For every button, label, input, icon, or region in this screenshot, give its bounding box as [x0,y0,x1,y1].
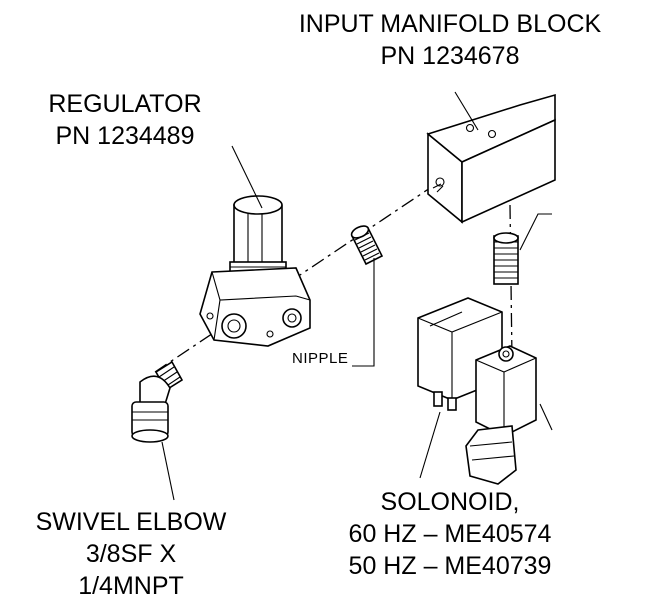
nipple-fitting [350,225,384,266]
solenoid-nipple [493,232,519,285]
solenoid-label: SOLONOID, 60 HZ – ME40574 50 HZ – ME4073… [300,486,600,582]
regulator-label-line1: REGULATOR [48,90,202,118]
swivel-elbow-label: SWIVEL ELBOW 3/8SF X 1/4MNPT [0,506,262,602]
manifold-leader [454,91,479,131]
input-manifold-block [426,93,556,224]
solenoid-label-line3: 50 HZ – ME40739 [348,552,552,580]
solenoid-right-leader [539,403,553,431]
regulator [199,195,311,347]
manifold-label-line2: PN 1234678 [380,42,520,70]
swivel-elbow-label-line1: SWIVEL ELBOW [35,508,227,536]
solenoid-label-line2: 60 HZ – ME40574 [348,520,552,548]
swivel-elbow-label-line2: 3/8SF X [85,540,177,568]
solenoid-label-line1: SOLONOID, [380,488,520,516]
solenoid-nipple-leader [519,213,552,251]
nipple-label: NIPPLE [292,350,349,367]
solenoid-valve [417,297,537,485]
manifold-label: INPUT MANIFOLD BLOCK PN 1234678 [250,8,648,72]
regulator-label-line2: PN 1234489 [55,122,195,150]
manifold-label-line1: INPUT MANIFOLD BLOCK [298,10,602,38]
regulator-label: REGULATOR PN 1234489 [10,88,240,152]
elbow-leader [161,441,175,501]
regulator-leader [231,145,263,209]
swivel-elbow-label-line3: 1/4MNPT [78,572,184,600]
swivel-elbow [131,360,184,443]
solenoid-leader [419,411,441,479]
nipple-leader [352,258,375,367]
